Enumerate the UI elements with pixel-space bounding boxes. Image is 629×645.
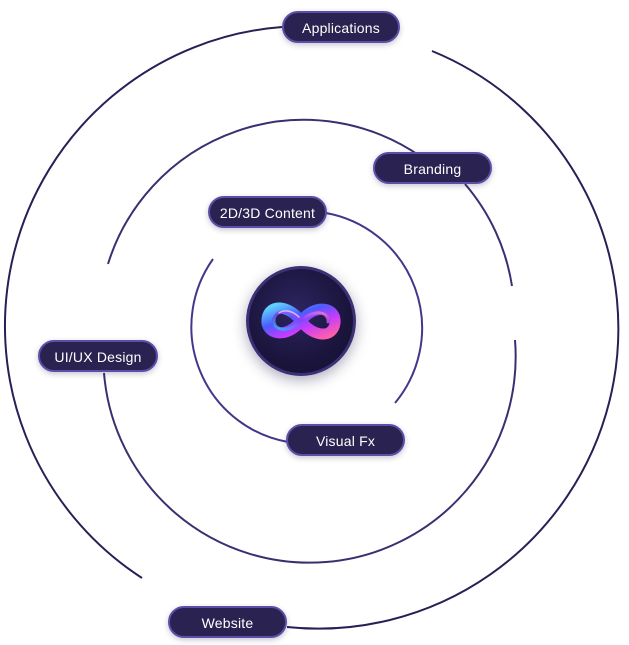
outer-orbit-left-arc xyxy=(3,26,283,579)
inner-orbit-right-arc xyxy=(325,212,424,404)
middle-orbit-bottom-arc xyxy=(103,339,517,564)
website-pill[interactable]: Website xyxy=(168,606,287,638)
applications-pill[interactable]: Applications xyxy=(282,11,400,43)
branding-pill[interactable]: Branding xyxy=(373,152,492,184)
center-logo xyxy=(246,266,356,376)
visual-fx-pill[interactable]: Visual Fx xyxy=(286,424,405,456)
outer-orbit-right-arc xyxy=(286,50,620,630)
infinity-logo-icon xyxy=(261,302,341,340)
inner-orbit-left-arc xyxy=(190,258,289,443)
content-2d3d-pill[interactable]: 2D/3D Content xyxy=(208,196,327,228)
middle-orbit-top-arc xyxy=(107,118,421,265)
middle-orbit-right-arc xyxy=(464,183,513,287)
uiux-design-pill[interactable]: UI/UX Design xyxy=(38,340,158,372)
